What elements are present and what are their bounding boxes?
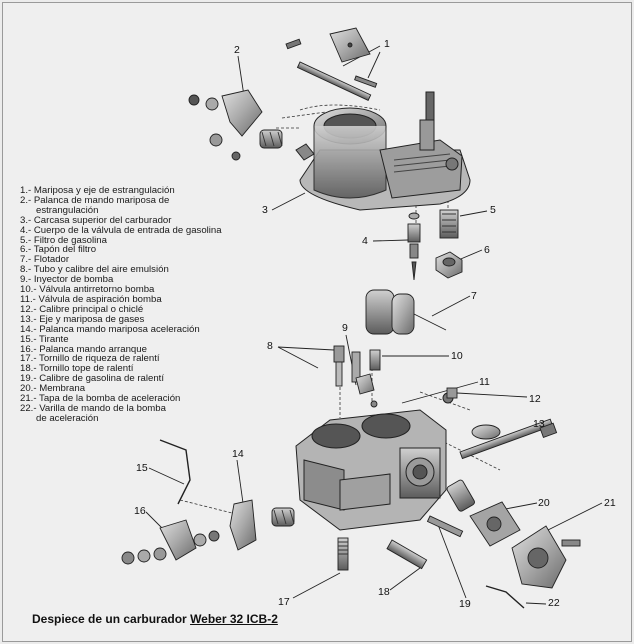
part-1-choke-plate	[285, 27, 378, 102]
legend-item: 7.- Flotador	[20, 254, 70, 266]
callout-1: 1	[384, 38, 390, 50]
legend-item: 15.- Tirante	[20, 333, 69, 345]
callout-4: 4	[362, 235, 368, 247]
legend-item: 14.- Palanca mando mariposa aceleración	[20, 323, 200, 335]
part-3-upper-housing	[295, 91, 471, 211]
legend-item: 19.- Calibre de gasolina de ralentí	[20, 373, 164, 385]
part-20-membrane	[469, 501, 521, 547]
legend-item: 12.- Calibre principal o chiclé	[20, 303, 144, 315]
part-4-inlet-valve	[407, 212, 421, 281]
legend-item: 8.- Tubo y calibre del aire emulsión	[20, 264, 169, 276]
legend-item: 16.- Palanca mando arranque	[20, 343, 147, 355]
legend-item: 18.- Tornillo tope de ralentí	[20, 363, 134, 375]
caption-text: Despiece de un carburador	[32, 612, 191, 626]
part-8-emulsion-tubes	[333, 345, 361, 387]
part-21-pump-cover	[511, 525, 581, 589]
callout-13: 13	[533, 418, 545, 430]
callout-22: 22	[548, 597, 560, 609]
part-12-main-jet	[446, 387, 458, 399]
callout-17: 17	[278, 596, 290, 608]
callout-9: 9	[342, 322, 348, 334]
part-18-idle-stop-screw	[386, 539, 428, 570]
callout-18: 18	[378, 586, 390, 598]
legend-item-continuation: de aceleración	[36, 412, 99, 424]
callout-16: 16	[134, 505, 146, 517]
legend-item: 17.- Tornillo de riqueza de ralentí	[20, 353, 160, 365]
callout-11: 11	[479, 376, 490, 388]
callout-21: 21	[604, 497, 616, 509]
legend-item: 10.- Válvula antirretorno bomba	[20, 284, 155, 296]
legend-item: 20.- Membrana	[20, 383, 86, 395]
legend-item-continuation: estrangulación	[36, 204, 99, 216]
part-9-pump-injector	[355, 373, 378, 408]
part-16-start-lever	[121, 519, 220, 565]
legend-item: 1.- Mariposa y eje de estrangulación	[20, 185, 175, 196]
legend-item: 6.- Tapón del filtro	[20, 244, 97, 256]
callout-12: 12	[529, 393, 541, 405]
carburetor-body	[295, 392, 454, 531]
figure-caption: Despiece de un carburador Weber 32 ICB-2	[32, 612, 278, 626]
part-5-fuel-filter	[439, 209, 459, 239]
part-2-choke-lever	[188, 89, 283, 161]
part-13-throttle-shaft	[459, 418, 558, 460]
callout-6: 6	[484, 244, 490, 256]
part-17-mixture-screw	[337, 537, 349, 571]
callout-2: 2	[234, 44, 240, 56]
part-15-tie-rod	[159, 439, 191, 505]
part-6-filter-plug	[435, 251, 463, 279]
callout-10: 10	[451, 350, 463, 362]
part-22-pump-rod	[485, 585, 525, 609]
callout-15: 15	[136, 462, 148, 474]
callout-3: 3	[262, 204, 268, 216]
legend-item: 5.- Filtro de gasolina	[20, 234, 107, 246]
legend-item: 21.- Tapa de la bomba de aceleración	[20, 393, 181, 405]
legend-item: 9.- Inyector de bomba	[20, 274, 114, 286]
callout-7: 7	[471, 290, 477, 302]
part-19-idle-jet	[426, 479, 475, 538]
caption-model: Weber 32 ICB-2	[190, 612, 278, 626]
legend-item: 22.- Varilla de mando de la bomba	[20, 402, 166, 414]
callout-14: 14	[232, 448, 244, 460]
legend-item: 11.- Válvula de aspiración bomba	[20, 293, 162, 305]
part-7-float	[365, 289, 447, 335]
part-14-throttle-lever	[229, 499, 295, 551]
legend-item: 2.- Palanca de mando mariposa de	[20, 194, 170, 206]
callout-5: 5	[490, 204, 496, 216]
legend-item: 3.- Carcasa superior del carburador	[20, 214, 172, 226]
callout-20: 20	[538, 497, 550, 509]
callout-19: 19	[459, 598, 471, 610]
part-10-check-valve	[369, 349, 381, 371]
callout-8: 8	[267, 340, 273, 352]
legend-item: 4.- Cuerpo de la válvula de entrada de g…	[20, 224, 222, 236]
legend-item: 13.- Eje y mariposa de gases	[20, 313, 145, 325]
